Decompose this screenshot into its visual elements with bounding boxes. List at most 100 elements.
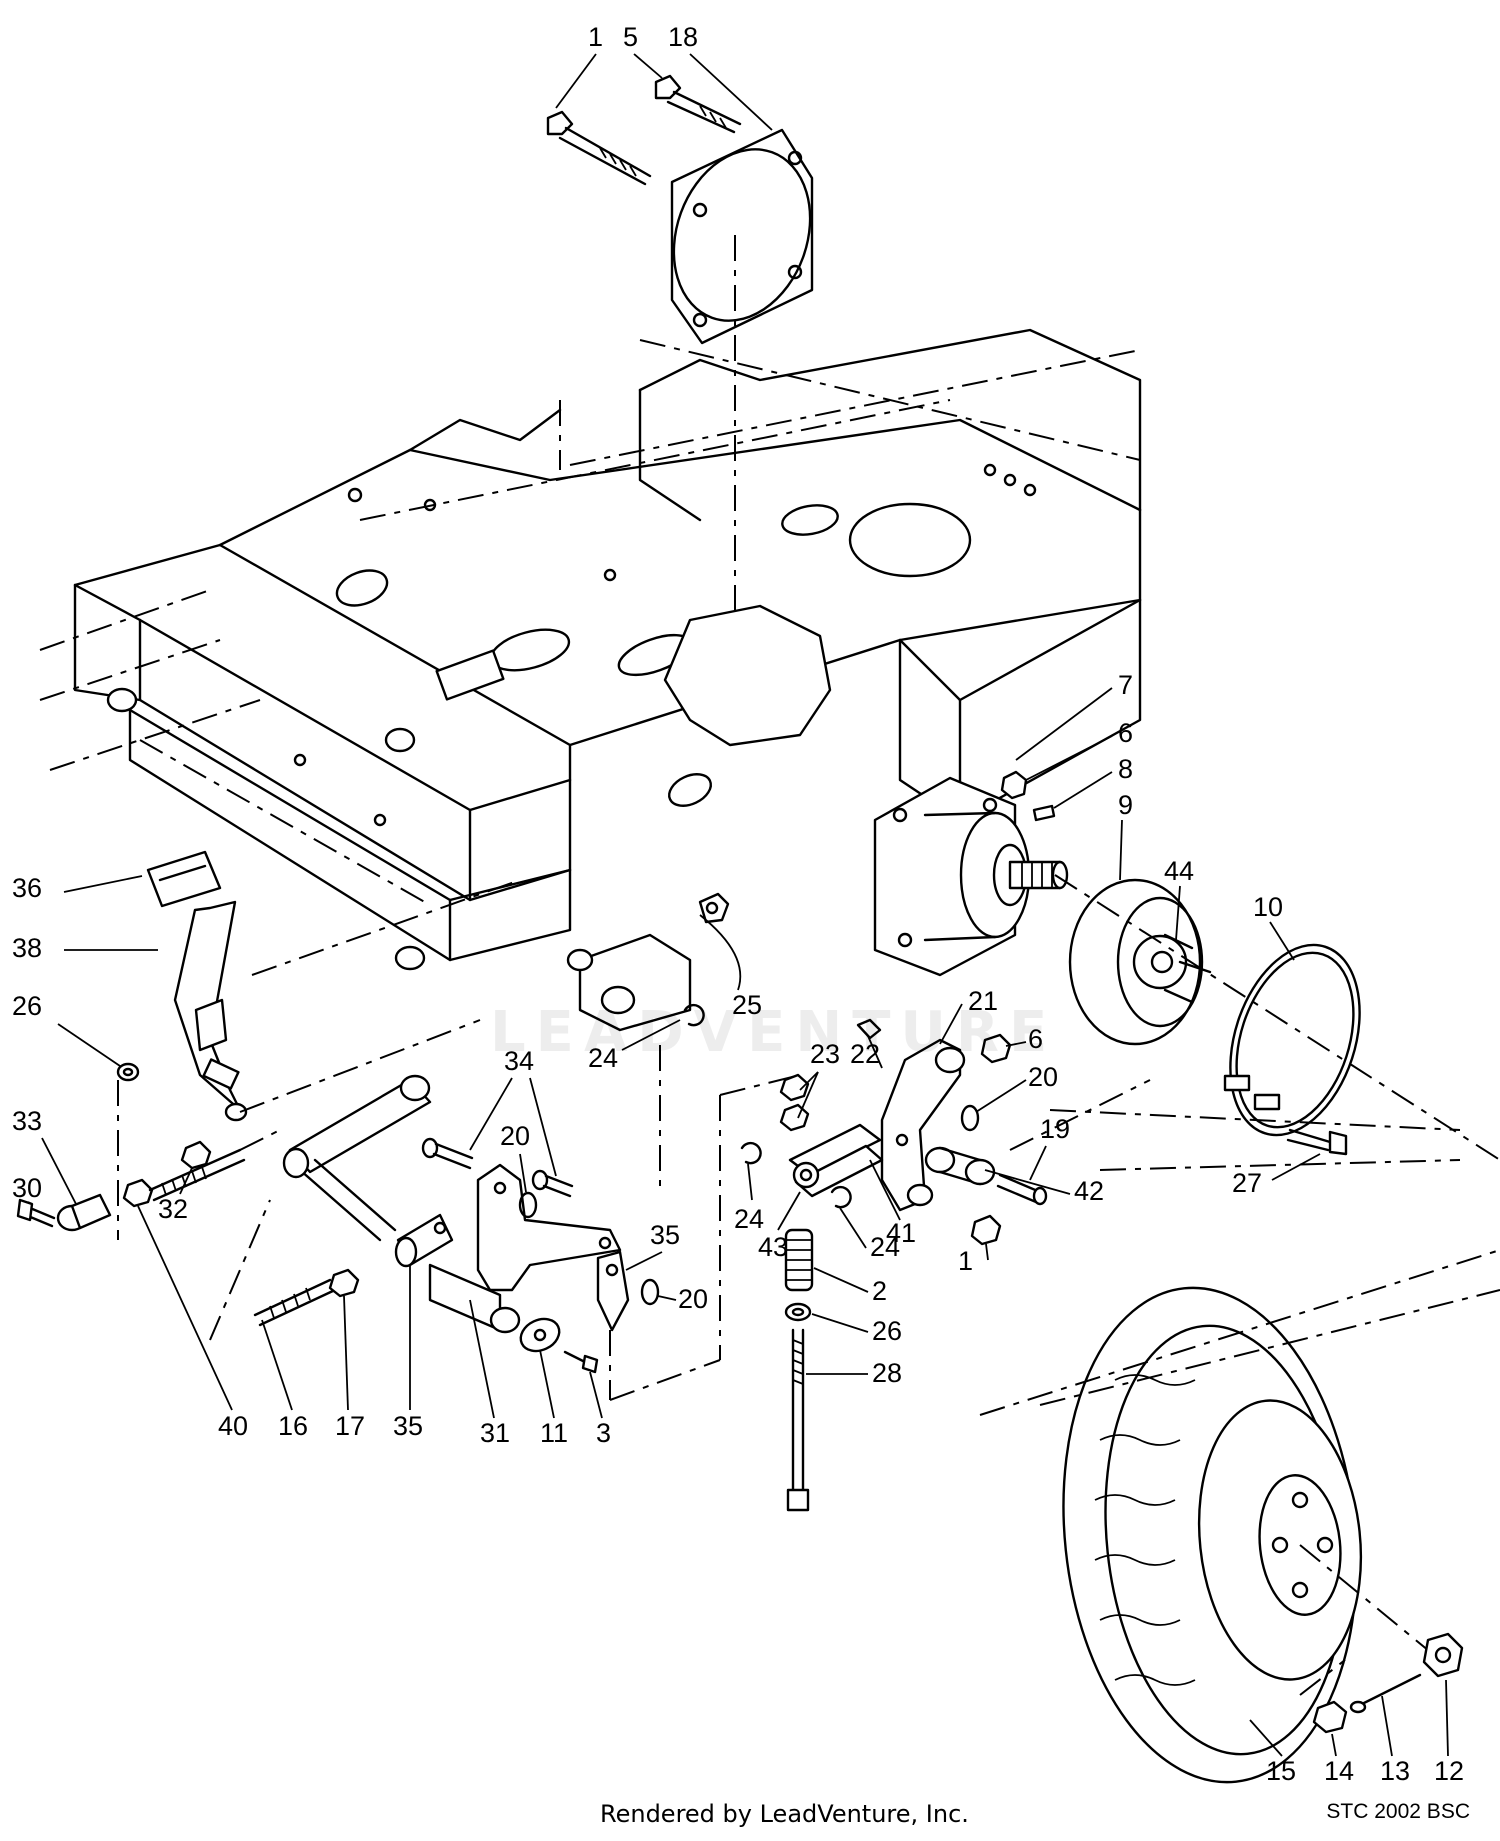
guide-tire-2 [1039,1289,1500,1406]
link-41 [788,1123,884,1198]
center-line-hub [1054,874,1500,1161]
label-34: 34 [504,1046,534,1076]
label-38: 38 [12,933,42,963]
pedal-pad [146,850,222,908]
label-5: 5 [623,22,638,52]
spacer-42 [924,1146,996,1186]
bolt-28 [786,1328,810,1512]
hex-nut-1 [970,1214,1002,1246]
guide-band-2 [1099,1159,1461,1171]
bolt-27 [1286,1128,1348,1156]
pin-34-left [421,1137,474,1170]
label-20-bottom: 20 [678,1284,708,1314]
clip-20-left [518,1191,538,1219]
label-20-right: 20 [1028,1062,1058,1092]
label-2: 2 [872,1276,887,1306]
label-35-right: 35 [650,1220,680,1250]
label-3: 3 [596,1418,611,1448]
frame-pivot [566,892,730,1032]
clip-20-bottom [640,1278,660,1306]
label-41: 41 [886,1218,916,1248]
wheel-motor [873,776,1069,977]
guide-pedal-2 [251,879,521,976]
label-26-right: 26 [872,1316,902,1346]
label-33: 33 [12,1106,42,1136]
label-6-top: 6 [1118,718,1133,748]
label-24-left: 24 [588,1043,618,1073]
castle-nut-12 [1422,1632,1464,1678]
label-28: 28 [872,1358,902,1388]
jam-nut-40 [122,1178,154,1208]
label-4: 1 [588,22,603,52]
retaining-ring-24-left [683,1003,705,1027]
center-line-tire [1299,1544,1441,1661]
rod-end-33 [56,1193,112,1232]
label-35-left: 35 [393,1411,423,1441]
bracket-11 [519,1317,561,1353]
label-36: 36 [12,873,42,903]
guide-band [1049,1109,1461,1131]
guide-25 [699,914,742,991]
label-42: 42 [1074,1176,1104,1206]
label-25: 25 [732,990,762,1020]
screw-3 [563,1350,599,1374]
brake-band [1223,943,1361,1137]
jam-nut-17 [328,1268,360,1298]
label-21: 21 [968,986,998,1016]
brake-drum [1068,878,1212,1046]
clevis-35-right [596,1250,630,1332]
guide-pedal [239,1019,481,1113]
bolt-5 [654,74,742,134]
callouts: 1 5 18 7 6 8 9 44 10 36 38 26 33 30 32 3… [12,22,1464,1786]
label-30: 30 [12,1173,42,1203]
label-31: 31 [480,1418,510,1448]
pin-34-right [531,1169,574,1198]
guide-clevis [609,1359,721,1401]
retaining-ring-24-mid [740,1141,762,1165]
label-8: 8 [1118,754,1133,784]
watermark: LEADVENTURE [490,1000,1058,1065]
bell-crank-31 [428,1163,622,1334]
label-1: 1 [958,1246,973,1276]
label-20-left: 20 [500,1121,530,1151]
rendered-by-text: Rendered by LeadVenture, Inc. [600,1800,969,1828]
clevis-35-left [394,1213,454,1268]
retaining-ring-24-right [830,1185,852,1209]
label-6-right: 6 [1028,1024,1043,1054]
pivot-bar [282,1074,432,1242]
label-16: 16 [278,1411,308,1441]
washer-26-right [784,1302,812,1322]
label-9: 9 [1118,790,1133,820]
guide-rod [239,1129,281,1151]
label-26-left: 26 [12,991,42,1021]
mounting-plate [670,128,814,345]
bolt-4 [546,110,652,186]
label-43: 43 [758,1232,788,1262]
label-18: 18 [668,22,698,52]
key-8 [1032,804,1056,822]
label-11: 11 [540,1418,568,1448]
label-15: 15 [1266,1756,1296,1786]
label-14: 14 [1324,1756,1354,1786]
hex-nut-6 [1000,770,1028,800]
pin-19 [996,1173,1048,1206]
hex-nut-14 [1312,1700,1348,1734]
grease-fitting-22 [856,1018,882,1040]
label-13: 13 [1380,1756,1410,1786]
cotter-pin-13 [1349,1673,1422,1714]
threaded-rod-16 [148,1148,337,1341]
label-12: 12 [1434,1756,1464,1786]
label-24-right: 24 [870,1232,900,1262]
label-27: 27 [1232,1168,1262,1198]
guide-nut [1299,1659,1346,1696]
spring-2 [784,1228,814,1292]
mower-frame [39,328,1142,971]
label-10: 10 [1253,892,1283,922]
label-7: 7 [1118,670,1133,700]
clip-20-right [960,1104,980,1132]
label-32: 32 [158,1194,188,1224]
label-24-mid: 24 [734,1204,764,1234]
idler-arm-21 [880,1038,966,1212]
